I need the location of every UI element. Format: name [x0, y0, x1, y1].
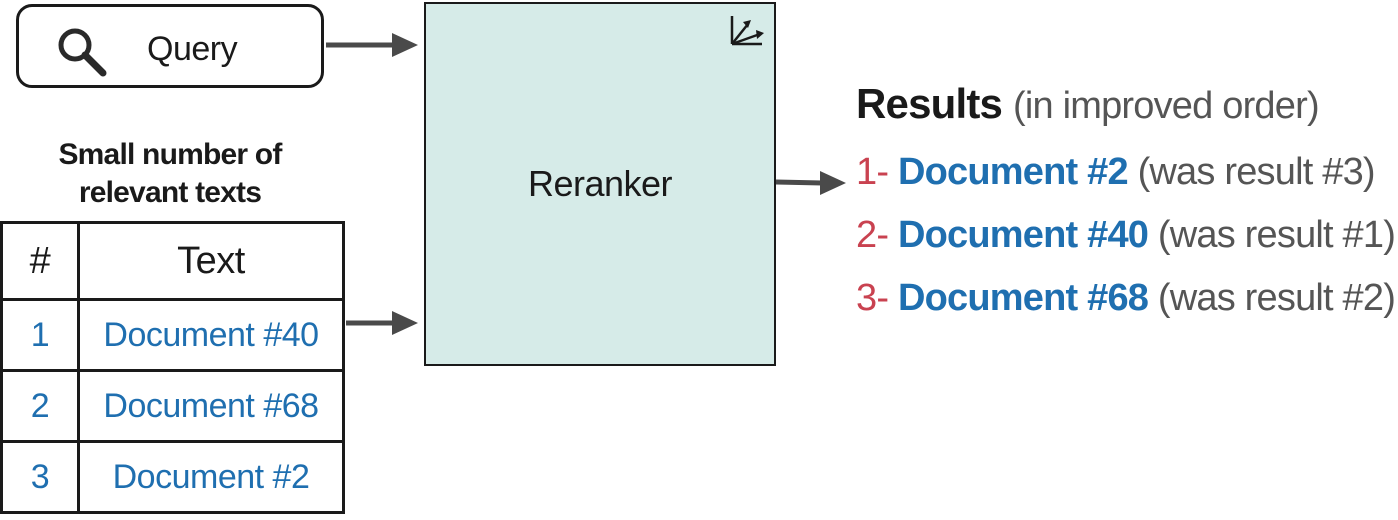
row-document: Document #68: [77, 369, 345, 443]
row-number: 3: [0, 440, 80, 514]
table-to-reranker-arrow: [346, 311, 418, 335]
reranker-box: Reranker: [424, 2, 776, 366]
vector-axes-icon: [730, 16, 764, 46]
table-header-row: # Text: [0, 221, 345, 301]
result-rank: 1-: [856, 151, 889, 193]
result-item: 2- Document #40 (was result #1): [856, 212, 1396, 258]
results-panel: Results (in improved order) 1- Document …: [856, 78, 1396, 321]
row-number: 2: [0, 369, 80, 443]
result-rank: 2-: [856, 214, 889, 256]
relevant-texts-table: # Text 1 Document #40 2 Document #68 3 D…: [0, 221, 345, 514]
row-document: Document #2: [77, 440, 345, 514]
relevant-texts-heading: Small number of relevant texts: [10, 136, 330, 212]
result-previous-rank: (was result #3): [1137, 151, 1376, 193]
table-row: 1 Document #40: [0, 298, 345, 372]
result-document: Document #68: [897, 277, 1149, 319]
result-document: Document #40: [897, 214, 1149, 256]
table-row: 3 Document #2: [0, 440, 345, 514]
result-previous-rank: (was result #1): [1157, 214, 1396, 256]
results-title: Results (in improved order): [856, 78, 1396, 132]
query-to-reranker-arrow: [326, 33, 418, 57]
table-row: 2 Document #68: [0, 369, 345, 443]
result-item: 1- Document #2 (was result #3): [856, 149, 1396, 195]
result-document: Document #2: [897, 151, 1129, 193]
reranker-label: Reranker: [527, 163, 673, 204]
result-rank: 3-: [856, 277, 889, 319]
results-heading: Results: [856, 80, 1003, 127]
query-box: Query: [16, 4, 324, 88]
result-item: 3- Document #68 (was result #2): [856, 275, 1396, 321]
reranker-to-results-arrow: [775, 171, 846, 195]
results-subtitle: (in improved order): [1013, 85, 1320, 127]
row-document: Document #40: [77, 298, 345, 372]
search-icon: [58, 28, 107, 77]
relevant-texts-heading-line1: Small number of: [58, 138, 282, 171]
result-previous-rank: (was result #2): [1157, 277, 1396, 319]
query-label: Query: [147, 30, 238, 68]
column-header-num: #: [0, 221, 80, 301]
row-number: 1: [0, 298, 80, 372]
relevant-texts-heading-line2: relevant texts: [78, 176, 262, 209]
column-header-text: Text: [77, 221, 345, 301]
